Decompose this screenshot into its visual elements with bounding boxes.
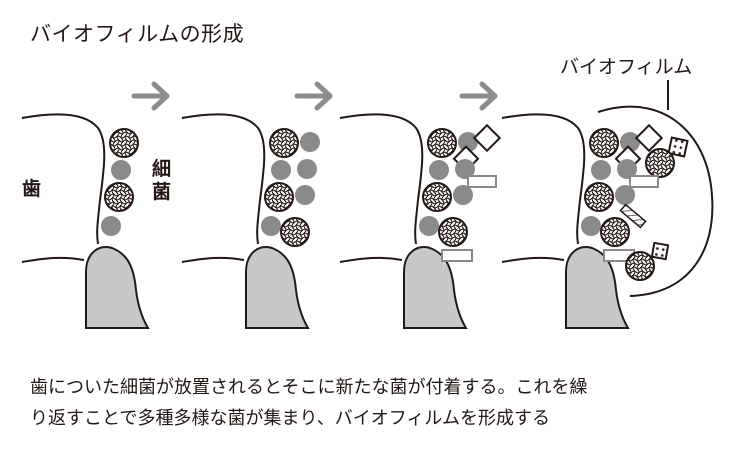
diagram-title: バイオフィルムの形成 [30, 22, 245, 46]
biofilm-label: バイオフィルム [560, 56, 693, 78]
stage-1 [21, 113, 149, 329]
caption-line-1: 歯についた細菌が放置されるとそこに新たな菌が付着する。これを繰 [30, 377, 588, 398]
stage-2 [181, 113, 320, 329]
stage-4 [501, 113, 689, 329]
caption: 歯についた細菌が放置されるとそこに新たな菌が付着する。これを繰 り返すことで多種… [30, 372, 720, 434]
arrow-1 [131, 81, 170, 111]
caption-line-2: り返すことで多種多様な菌が集まり、バイオフィルムを形成する [30, 408, 551, 429]
stage-3 [339, 113, 502, 329]
tooth-label: 歯 [22, 178, 42, 200]
arrow-3 [459, 81, 498, 111]
bacteria-label: 細菌 [152, 158, 172, 203]
biofilm-boundary [597, 105, 714, 297]
arrow-2 [294, 81, 333, 111]
